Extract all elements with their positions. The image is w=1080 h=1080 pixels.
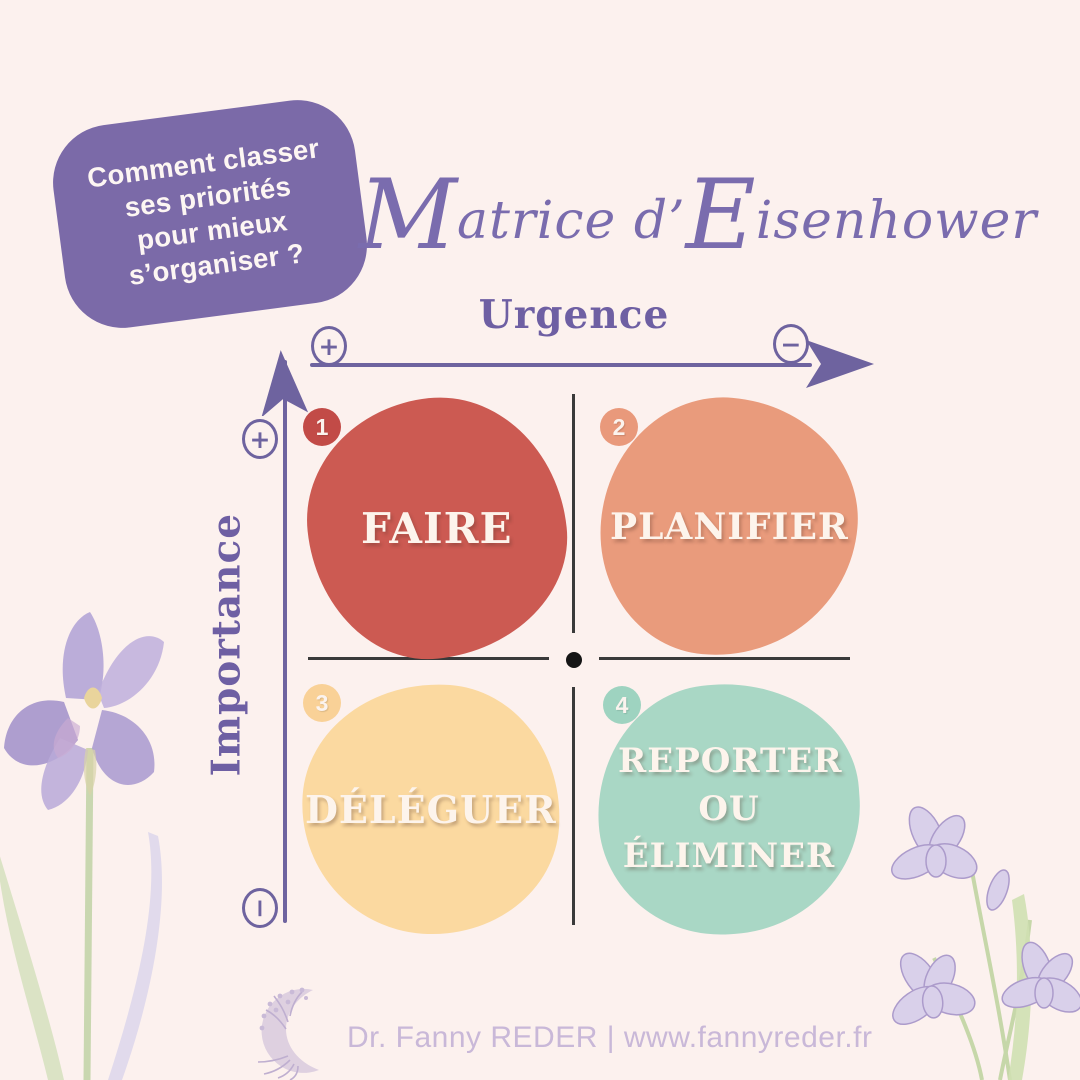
plus-sign: +: [318, 331, 340, 361]
plus-circle-icon: +: [242, 419, 278, 459]
minus-circle-icon: −: [242, 888, 278, 928]
arrow-up-icon: [261, 350, 309, 416]
minus-circle-icon: −: [773, 324, 809, 364]
arrow-right-icon: [806, 340, 874, 388]
badge-number: 2: [612, 413, 626, 440]
tree-of-life-logo-icon: [257, 987, 319, 1080]
quadrant-faire-label: FAIRE: [361, 503, 513, 553]
quadrant-1-badge: 1: [303, 408, 341, 446]
y-axis-line: [283, 360, 287, 923]
plus-circle-icon: +: [311, 326, 347, 366]
center-dot: [566, 652, 582, 668]
quadrant-3-badge: 3: [303, 684, 341, 722]
minus-sign: −: [780, 329, 802, 359]
quadrant-divider-horizontal-right: [599, 657, 850, 660]
x-axis-label: Urgence: [478, 292, 670, 338]
iris-bouquet-right-illustration: [891, 806, 1080, 1080]
x-axis-line: [310, 363, 812, 367]
title-text-part: atrice d’: [457, 191, 686, 251]
title-text-part: isenhower: [755, 191, 1038, 251]
title-initial-m: M: [358, 159, 458, 271]
footer-credit: Dr. Fanny REDER | www.fannyreder.fr: [347, 1021, 873, 1054]
quadrant-deleguer-label: DÉLÉGUER: [305, 786, 557, 832]
y-axis-label: Importance: [203, 512, 250, 777]
plus-sign: +: [249, 424, 271, 454]
title-initial-e: E: [685, 159, 756, 271]
quadrant-divider-vertical-top: [572, 394, 575, 633]
badge-number: 1: [315, 413, 329, 440]
badge-number: 4: [615, 691, 629, 718]
iris-flower-left-illustration: [0, 612, 164, 1080]
badge-number: 3: [315, 689, 329, 716]
minus-sign: −: [245, 897, 275, 919]
quadrant-reporter-label: REPORTER OU ÉLIMINER: [618, 740, 843, 876]
quadrant-divider-vertical-bottom: [572, 687, 575, 925]
question-bubble: Comment classer ses priorités pour mieux…: [45, 93, 375, 335]
quadrant-4-badge: 4: [603, 686, 641, 724]
quadrant-2-badge: 2: [600, 408, 638, 446]
quadrant-planifier-label: PLANIFIER: [609, 505, 849, 548]
